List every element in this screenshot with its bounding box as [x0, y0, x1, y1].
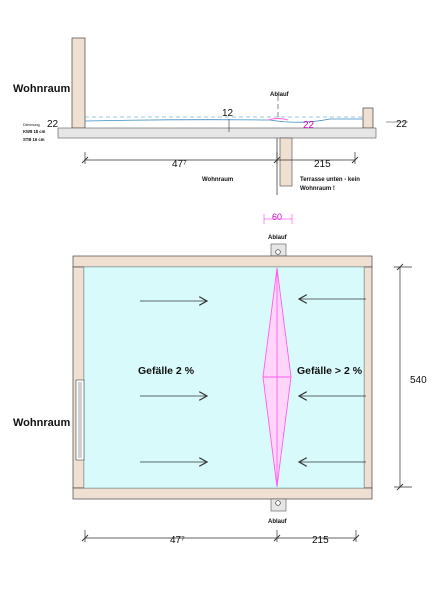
plan-dim-right-span: 215: [312, 535, 329, 546]
plan-room-label: Wohnraum: [13, 417, 70, 429]
section-right-wall: [362, 107, 374, 129]
plan-slope-left: Gefälle 2 %: [138, 365, 195, 377]
plan-door-opening: [75, 379, 85, 461]
plan-drain-width: 60: [272, 212, 282, 222]
plan-view: 60 Ablauf Gefälle 2 % Gefälle > 2 %: [13, 212, 427, 546]
plan-slope-right: Gefälle > 2 %: [297, 365, 363, 377]
section-below-right-2: Wohnraum !: [300, 186, 335, 192]
section-drain-label: Ablauf: [270, 92, 290, 98]
section-drain-dip: [267, 118, 289, 121]
section-below-right-1: Terrasse unten - kein: [300, 177, 360, 183]
section-water-line: [84, 118, 363, 123]
section-left-wall: [71, 37, 86, 129]
section-dim-drain-level: 22: [303, 120, 315, 131]
section-dim-left-level: 22: [47, 119, 59, 130]
section-view: Wohnraum Ablauf 12 22 22 22 Dämmung KW8 …: [13, 37, 408, 195]
plan-drain-label-bottom: Ablauf: [268, 519, 288, 525]
section-room-label: Wohnraum: [13, 83, 70, 95]
plan-height-dimension: [394, 263, 412, 491]
section-layer-1: Dämmung: [23, 123, 40, 127]
section-dimension-line: [81, 152, 359, 164]
section-dim-center: 12: [222, 108, 234, 119]
plan-width-dimension: [81, 530, 360, 542]
plan-top-wall: [72, 255, 373, 268]
section-below-left: Wohnraum: [202, 177, 233, 183]
section-top-slab: [57, 127, 377, 139]
section-dim-left-span: 47⁷: [172, 159, 187, 170]
section-layer-3: STB 16 cm: [23, 137, 45, 142]
plan-bottom-wall: [72, 487, 373, 500]
plan-drain-label-top: Ablauf: [268, 235, 288, 241]
section-dim-right-level: 22: [396, 119, 408, 130]
section-layer-2: KW8 18 cm: [23, 129, 46, 134]
plan-drain-width-dim: [263, 214, 293, 224]
plan-bottom-drain-icon: [275, 500, 281, 506]
section-column: [279, 137, 293, 187]
plan-top-drain-icon: [275, 249, 281, 255]
plan-dim-height: 540: [410, 375, 427, 386]
section-dim-right-span: 215: [314, 159, 331, 170]
plan-dim-left-span: 47⁷: [170, 535, 185, 546]
plan-floor-surface: [83, 266, 365, 489]
plan-right-wall: [363, 266, 373, 489]
